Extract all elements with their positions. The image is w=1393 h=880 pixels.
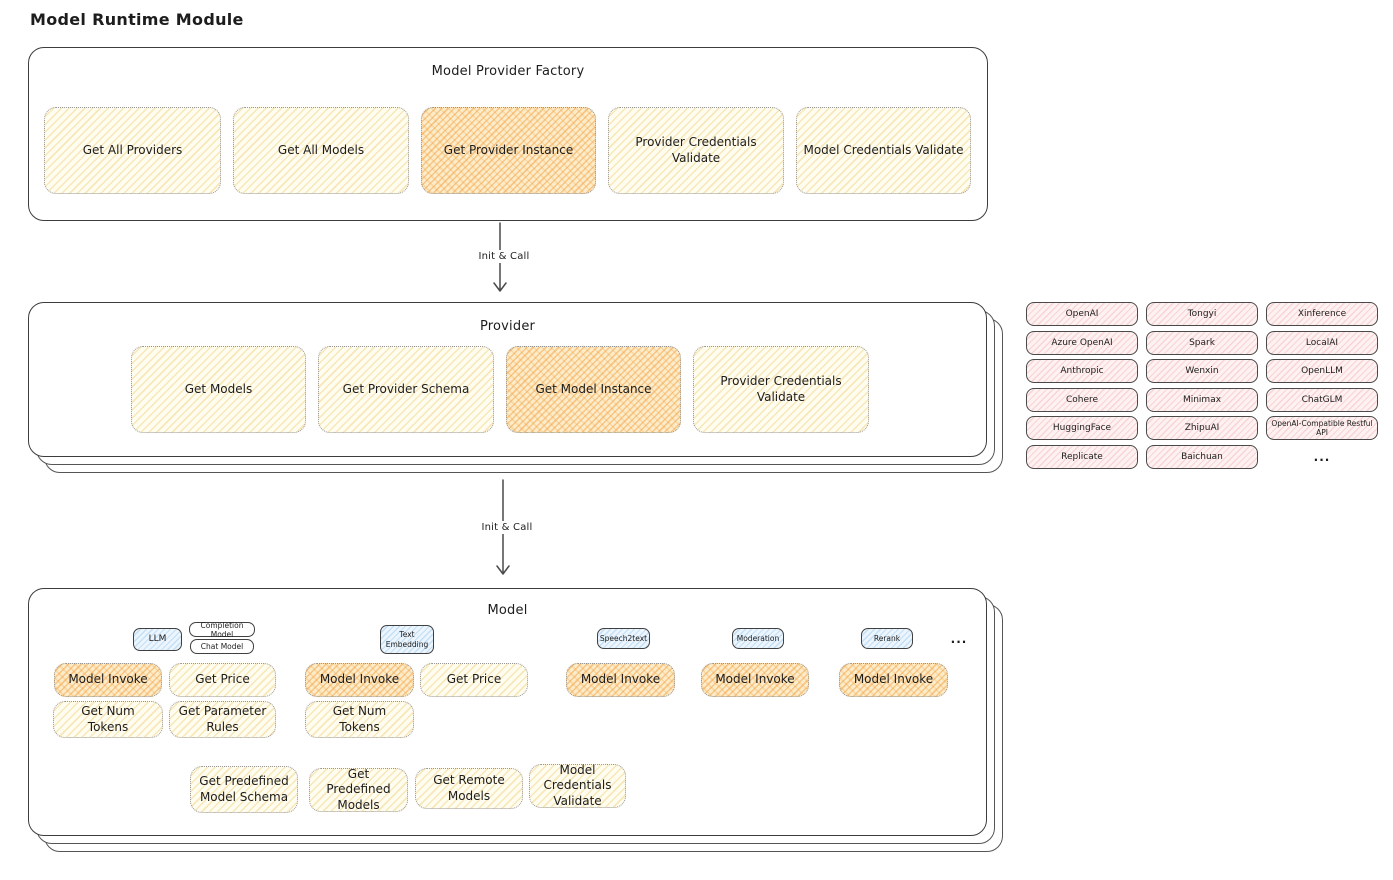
node-llm-model-invoke: Model Invoke [54, 663, 162, 697]
node-text-embedding-get-num-tokens: Get Num Tokens [305, 701, 414, 738]
node-get-all-models: Get All Models [233, 107, 409, 194]
node-get-remote-models: Get Remote Models [415, 768, 523, 809]
node-provider-credentials-validate: Provider Credentials Validate [608, 107, 784, 194]
provider-chip-minimax: Minimax [1146, 388, 1258, 412]
subtab-chat-model: Chat Model [190, 639, 254, 654]
model-panel: Model LLM Completion Model Chat Model Te… [28, 588, 987, 836]
node-llm-get-num-tokens: Get Num Tokens [53, 701, 163, 738]
provider-chip-localai: LocalAI [1266, 331, 1378, 355]
provider-chip-openai-compatible: OpenAI-Compatible Restful API [1266, 416, 1378, 440]
provider-chip-cohere: Cohere [1026, 388, 1138, 412]
provider-chip-baichuan: Baichuan [1146, 445, 1258, 469]
tab-moderation: Moderation [732, 628, 784, 649]
node-get-models: Get Models [131, 346, 306, 433]
model-title: Model [487, 603, 528, 618]
provider-chips-more-ellipsis: ... [1313, 450, 1331, 464]
factory-panel: Model Provider Factory Get All Providers… [28, 47, 988, 221]
provider-chip-zhipuai: ZhipuAI [1146, 416, 1258, 440]
tab-speech2text: Speech2text [597, 628, 650, 649]
node-rerank-model-invoke: Model Invoke [839, 663, 948, 697]
node-text-embedding-get-price: Get Price [420, 663, 528, 697]
node-speech2text-model-invoke: Model Invoke [566, 663, 675, 697]
provider-chip-spark: Spark [1146, 331, 1258, 355]
provider-panel: Provider Get Models Get Provider Schema … [28, 302, 987, 457]
node-provider-credentials-validate-2: Provider Credentials Validate [693, 346, 869, 433]
page-title: Model Runtime Module [30, 10, 244, 29]
node-get-provider-instance: Get Provider Instance [421, 107, 596, 194]
model-tabs-more-ellipsis: ... [950, 632, 968, 646]
provider-chip-openllm: OpenLLM [1266, 359, 1378, 383]
provider-chip-azure-openai: Azure OpenAI [1026, 331, 1138, 355]
provider-chip-xinference: Xinference [1266, 302, 1378, 326]
node-text-embedding-model-invoke: Model Invoke [305, 663, 414, 697]
node-get-predefined-model-schema: Get Predefined Model Schema [190, 766, 298, 813]
subtab-completion-model: Completion Model [189, 621, 255, 639]
provider-title: Provider [479, 319, 536, 334]
provider-chips-grid: OpenAI Azure OpenAI Anthropic Cohere Hug… [1026, 302, 1378, 472]
provider-chip-anthropic: Anthropic [1026, 359, 1138, 383]
tab-rerank: Rerank [861, 628, 913, 649]
provider-chip-tongyi: Tongyi [1146, 302, 1258, 326]
node-moderation-model-invoke: Model Invoke [701, 663, 809, 697]
provider-chip-openai: OpenAI [1026, 302, 1138, 326]
node-get-all-providers: Get All Providers [44, 107, 221, 194]
node-get-predefined-models: Get Predefined Models [309, 767, 408, 812]
node-get-provider-schema: Get Provider Schema [318, 346, 494, 433]
factory-title: Model Provider Factory [431, 64, 585, 79]
tab-text-embedding: Text Embedding [380, 625, 434, 654]
node-get-model-instance: Get Model Instance [506, 346, 681, 433]
provider-chip-wenxin: Wenxin [1146, 359, 1258, 383]
init-call-label-1: Init & Call [458, 250, 550, 263]
node-llm-get-price: Get Price [169, 663, 276, 697]
node-model-credentials-validate-2: Model Credentials Validate [529, 763, 626, 808]
node-model-credentials-validate: Model Credentials Validate [796, 107, 971, 194]
provider-chip-chatglm: ChatGLM [1266, 388, 1378, 412]
tab-llm: LLM [133, 628, 182, 651]
node-llm-get-parameter-rules: Get Parameter Rules [169, 701, 276, 738]
provider-chip-replicate: Replicate [1026, 445, 1138, 469]
provider-chip-huggingface: HuggingFace [1026, 416, 1138, 440]
init-call-label-2: Init & Call [461, 521, 553, 534]
